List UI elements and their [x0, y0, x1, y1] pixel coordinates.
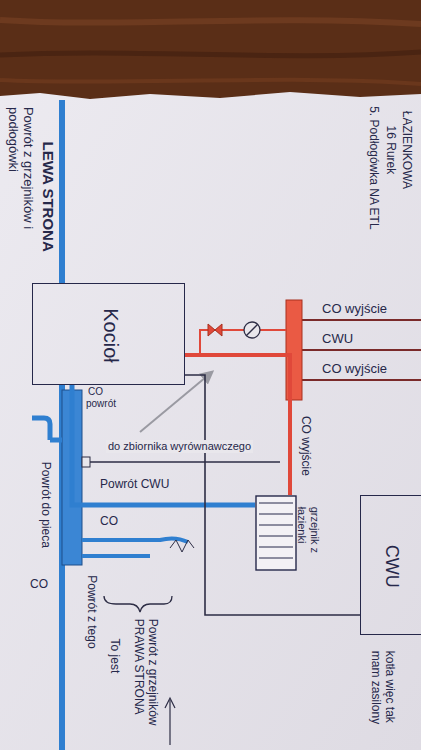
note-text: To jest: [107, 639, 121, 674]
pipe-label: CWU: [322, 332, 353, 347]
pipe-label: Powrót CWU: [100, 478, 169, 492]
supply-pipe: [185, 355, 290, 495]
boiler-label: Kocioł: [98, 308, 121, 362]
port-label: powrót: [86, 398, 116, 410]
pipe-label: CO wyjście: [322, 302, 387, 317]
tank-label: CWU: [381, 544, 402, 587]
port-label: CO: [30, 578, 48, 592]
pipe-label: CO wyjście: [298, 416, 312, 476]
boiler-box: Kocioł: [32, 283, 185, 385]
pipe-label: Powrót do pieca: [38, 462, 52, 548]
radiator-label: grzejnik z łazienki: [295, 506, 320, 560]
side-label: LEWA STRONA: [40, 141, 57, 251]
return-pipe: [72, 385, 255, 505]
note-text: 16 Rurek: [383, 126, 397, 175]
radiator-outline: [255, 495, 299, 573]
pipe-label: do zbiornika wyrównawczego: [106, 440, 253, 453]
pipe-label: CO wyjście: [322, 362, 387, 377]
return-note: Powrót z grzejników PRAWA STRONA: [131, 619, 159, 741]
note-text: 5. Podłogówka NA ETL: [365, 106, 379, 229]
pipe-label: Powrót z tego: [83, 575, 97, 648]
port-label: CO: [100, 515, 118, 529]
hot-water-tank: CWU: [360, 495, 421, 635]
radiator-symbol: grzejnik z łazienki: [255, 495, 335, 573]
port-label: CO: [88, 386, 103, 398]
tank-pipe: [185, 375, 360, 615]
return-note: Powrót z grzejników i podłogówki: [5, 107, 35, 237]
note-text: ŁAZIENKOWA: [399, 111, 413, 189]
note-text: kotła więc tak mam zasilony: [368, 651, 396, 729]
